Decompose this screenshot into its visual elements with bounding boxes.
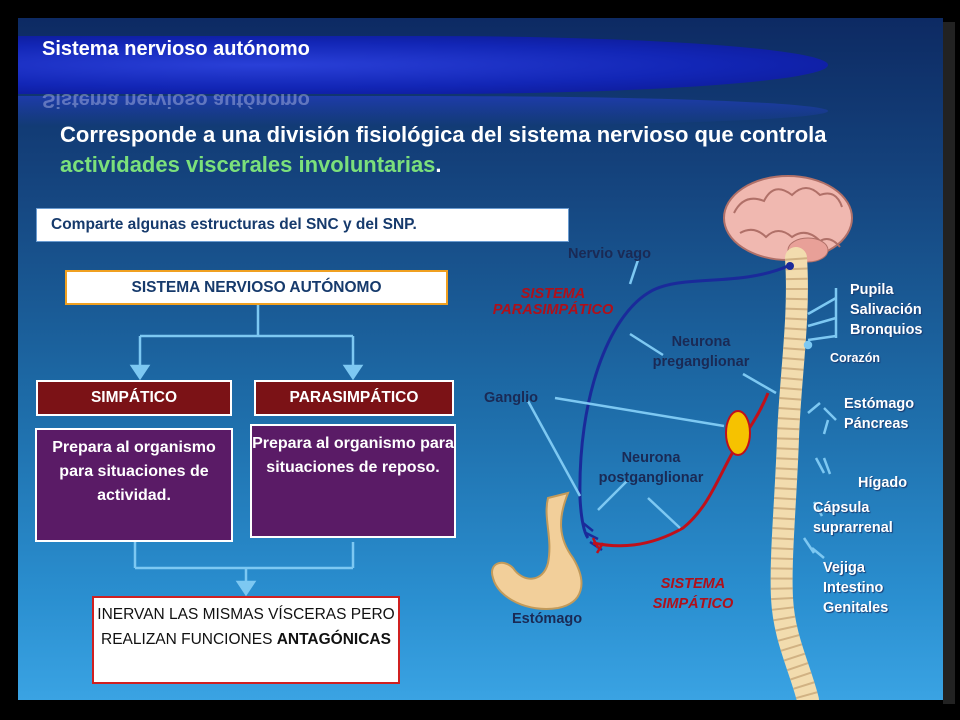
parasympathetic-description: Prepara al organismo para situaciones de… bbox=[250, 424, 456, 538]
antagonistic-conclusion: INERVAN LAS MISMAS VÍSCERAS PERO REALIZA… bbox=[92, 596, 400, 684]
slide-shadow bbox=[943, 22, 955, 704]
intro-highlight: actividades viscerales involuntarias bbox=[60, 152, 436, 177]
organ-estomago: Estómago bbox=[844, 396, 915, 412]
intro-part1: Corresponde a una división fisiológica d… bbox=[60, 122, 827, 147]
parasympathetic-label: PARASIMPÁTICO bbox=[254, 380, 454, 416]
organ-pupila: Pupila bbox=[850, 282, 894, 298]
stomach-icon bbox=[491, 491, 583, 610]
tree-connectors bbox=[129, 305, 364, 597]
intro-part2: . bbox=[435, 152, 442, 177]
conclusion-text: INERVAN LAS MISMAS VÍSCERAS PERO REALIZA… bbox=[97, 606, 395, 648]
shared-structures-text: Comparte algunas estructuras del SNC y d… bbox=[51, 216, 417, 233]
title-banner-reflection bbox=[18, 96, 828, 126]
brain-icon bbox=[723, 175, 853, 263]
slide: Sistema nervioso autónomo Sistema nervio… bbox=[18, 18, 943, 700]
organ-higado: Hígado bbox=[858, 475, 908, 491]
conclusion-bold: ANTAGÓNICAS bbox=[276, 631, 391, 648]
page-title: Sistema nervioso autónomo bbox=[42, 38, 310, 60]
organ-group-lower: Vejiga Intestino Genitales bbox=[823, 558, 888, 618]
title-banner bbox=[18, 36, 828, 94]
preganglionic-neuron-label: Neurona preganglionar bbox=[652, 334, 750, 370]
organ-salivacion: Salivación bbox=[850, 302, 922, 318]
organ-bronquios: Bronquios bbox=[850, 322, 923, 338]
organ-capsula: Cápsula bbox=[813, 500, 870, 516]
organ-pancreas: Páncreas bbox=[844, 416, 909, 432]
shared-structures-note: Comparte algunas estructuras del SNC y d… bbox=[36, 208, 569, 242]
organ-group-digestive: Estómago Páncreas bbox=[844, 394, 914, 434]
organ-group-upper: Pupila Salivación Bronquios bbox=[850, 280, 923, 340]
sympathetic-label: SIMPÁTICO bbox=[36, 380, 232, 416]
intro-text: Corresponde a una división fisiológica d… bbox=[60, 120, 880, 180]
postganglionic-neuron-label: Neurona postganglionar bbox=[598, 450, 704, 486]
organ-intestino: Intestino bbox=[823, 580, 884, 596]
parasympathetic-system-label: SISTEMA PARASIMPÁTICO bbox=[492, 286, 614, 318]
sympathetic-description: Prepara al organismo para situaciones de… bbox=[35, 428, 233, 542]
organ-vejiga: Vejiga bbox=[823, 560, 865, 576]
root-node: SISTEMA NERVIOSO AUTÓNOMO bbox=[65, 270, 448, 305]
organ-group-adrenal: Cápsula suprarrenal bbox=[813, 498, 893, 538]
organ-suprarrenal: suprarrenal bbox=[813, 520, 893, 536]
vagus-nerve-label: Nervio vago bbox=[568, 246, 651, 262]
sympathetic-system-label: SISTEMA SIMPÁTICO bbox=[652, 576, 734, 612]
stomach-label: Estómago bbox=[512, 611, 583, 627]
ganglion-icon bbox=[725, 410, 751, 456]
organ-corazon: Corazón bbox=[830, 351, 880, 365]
nervous-system-illustration bbox=[491, 175, 853, 700]
organ-genitales: Genitales bbox=[823, 600, 889, 616]
ganglion-label: Ganglio bbox=[484, 390, 538, 406]
